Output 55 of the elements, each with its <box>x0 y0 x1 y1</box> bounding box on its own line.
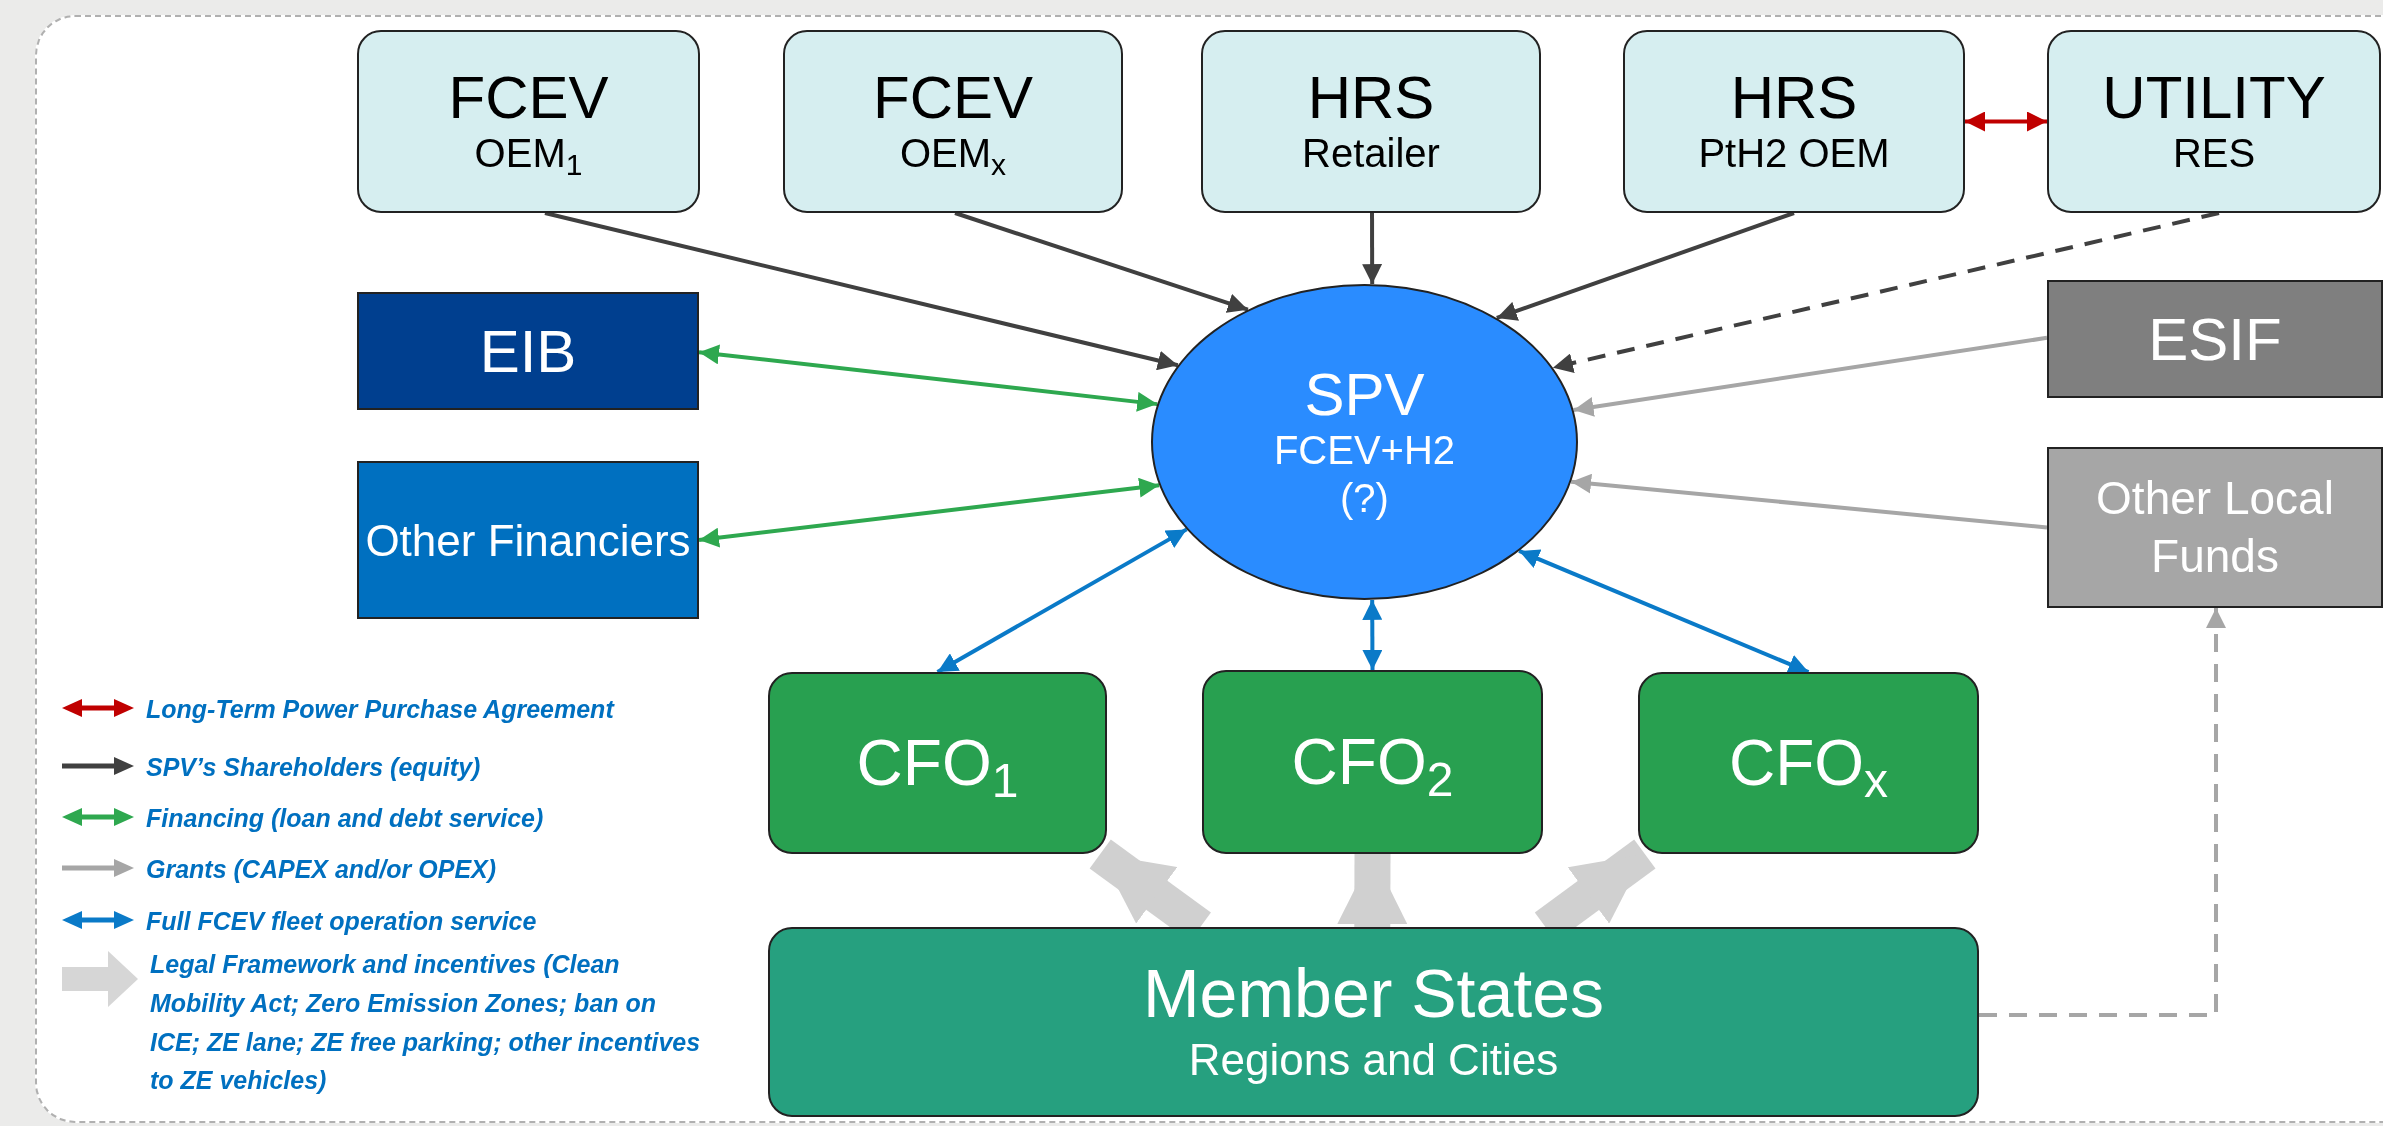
node-title: FCEV <box>448 66 609 129</box>
legend-text: SPV’s Shareholders (equity) <box>146 752 482 783</box>
arrow <box>698 344 1158 412</box>
node-subtitle: OEM$_{1}$ <box>474 130 583 177</box>
rect-box <box>2047 447 2383 608</box>
arrow <box>1979 608 2226 1017</box>
rounded-box <box>783 30 1123 213</box>
arrow <box>1573 335 2048 417</box>
arrow <box>698 477 1160 548</box>
legend-text: Long-Term Power Purchase Agreement <box>146 694 616 725</box>
arrow <box>1965 111 2047 132</box>
block-arrow <box>1337 853 1408 928</box>
rounded-box <box>768 927 1979 1117</box>
arrow <box>954 211 1249 313</box>
node-subtitle: OEM$_{x}$ <box>899 130 1007 177</box>
legend-text: Legal Framework and incentives (Clean Mobility Act; Zero Emission Zones; ban on ICE; ZE lane; ZE free parking; other incentives to ZE vehicles) <box>150 949 702 1097</box>
arrow <box>1362 599 1383 670</box>
node-note: (?) <box>1340 474 1389 522</box>
node-subtitle: Retailer <box>1302 130 1440 177</box>
legend-text: Full FCEV fleet operation service <box>146 906 538 937</box>
rounded-box <box>357 30 700 213</box>
node-title: SPV <box>1304 362 1425 426</box>
node-subtitle: RES <box>2172 130 2256 177</box>
rect-box <box>2047 280 2383 398</box>
rounded-box <box>1201 30 1541 213</box>
node-title: ESIF <box>2148 307 2282 371</box>
rounded-box <box>1638 672 1979 854</box>
rect-box <box>357 292 699 410</box>
node-title: CFO$_{1}$ <box>856 726 1019 809</box>
legend-text: Financing (loan and debt service) <box>146 803 545 834</box>
rounded-box <box>768 672 1107 854</box>
legend-text: Grants (CAPEX and/or OPEX) <box>146 854 498 885</box>
arrow <box>1552 211 2220 373</box>
node-title: FCEV <box>873 66 1033 129</box>
arrow <box>1518 549 1810 674</box>
rounded-box <box>2047 30 2381 213</box>
node-subtitle: FCEV+H2 <box>1273 426 1456 474</box>
node-title: Other Financiers <box>365 514 691 567</box>
node-title: HRS <box>1730 66 1858 129</box>
node-title: Other Local Funds <box>2095 471 2335 584</box>
arrow <box>936 527 1188 674</box>
rect-box <box>357 461 699 619</box>
node-subtitle: PtH2 OEM <box>1698 130 1890 177</box>
node-title: UTILITY <box>2102 66 2326 129</box>
node-title: EIB <box>479 319 577 383</box>
node-title: CFO$_{2}$ <box>1291 725 1454 808</box>
node-subtitle: Regions and Cities <box>1188 1033 1559 1086</box>
node-title: CFO$_{x}$ <box>1728 726 1889 809</box>
rounded-box <box>1202 670 1543 854</box>
node-title: Member States <box>1142 956 1605 1031</box>
node-title: HRS <box>1307 66 1435 129</box>
arrow <box>1362 213 1383 285</box>
arrow <box>544 211 1179 371</box>
arrow <box>1496 211 1795 321</box>
rounded-box <box>1623 30 1965 213</box>
